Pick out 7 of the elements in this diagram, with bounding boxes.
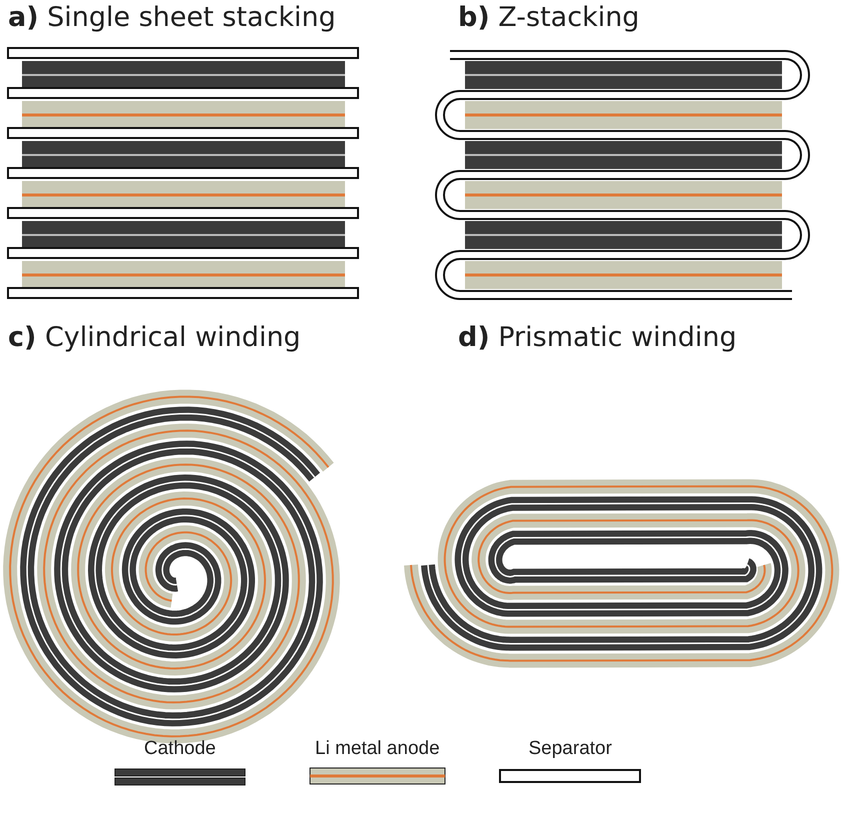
panel-title: a) Single sheet stacking bbox=[8, 2, 336, 33]
legend-label: Separator bbox=[528, 738, 612, 760]
legend-label: Cathode bbox=[144, 738, 216, 760]
panel-title: b) Z-stacking bbox=[458, 2, 640, 33]
panel-title: c) Cylindrical winding bbox=[8, 322, 301, 353]
panel-title: d) Prismatic winding bbox=[458, 322, 737, 353]
legend-label: Li metal anode bbox=[315, 738, 440, 760]
